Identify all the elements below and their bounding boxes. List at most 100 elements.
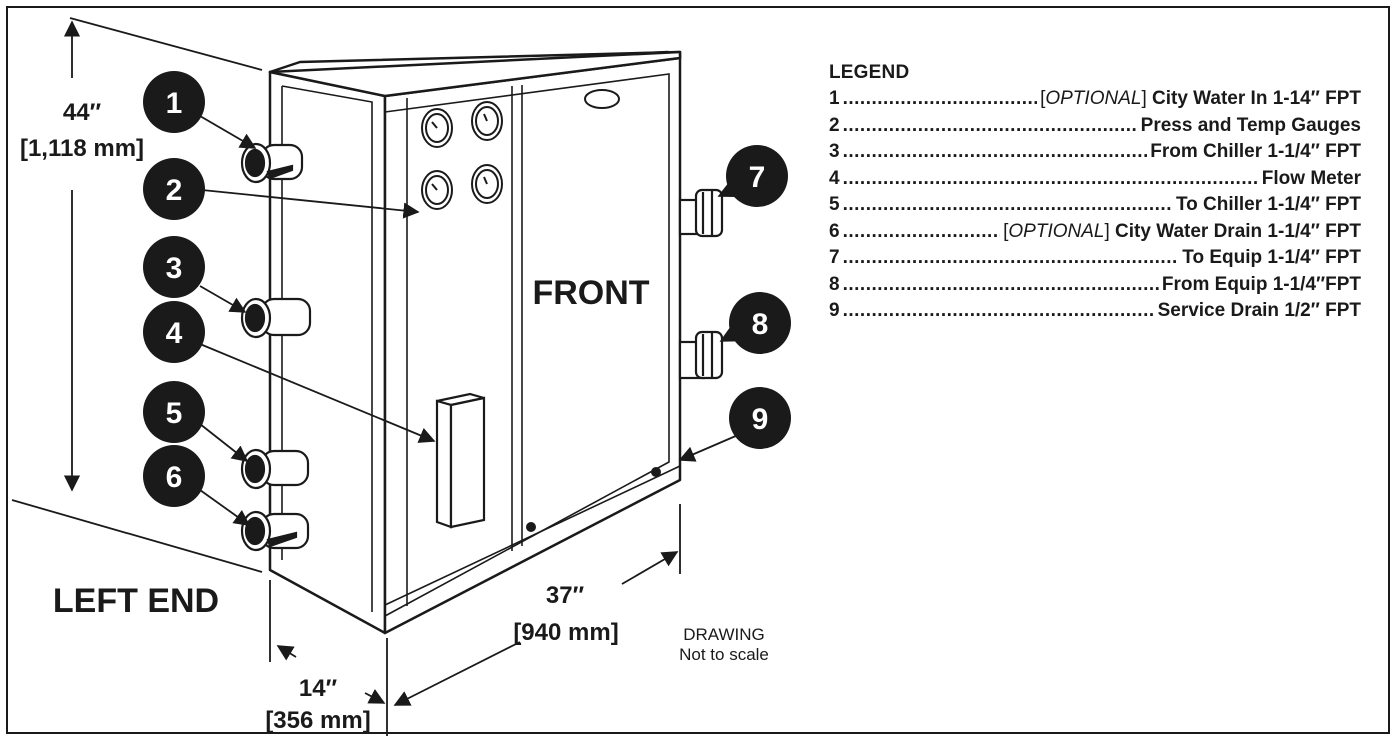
drain-dot (526, 522, 536, 532)
callout-1: 1 (143, 71, 205, 133)
legend-text: City Water Drain 1-1/4″ FPT (1115, 220, 1361, 242)
legend-text: Press and Temp Gauges (1140, 114, 1361, 136)
height-dimension (11, 17, 263, 573)
gauge-icon (471, 101, 503, 141)
left-fittings (240, 142, 312, 552)
legend-description: To Chiller 1-1/4″ FPT (1176, 194, 1361, 216)
legend-row: 3 From Chiller 1-1/4″ FPT (829, 141, 1361, 168)
front-label: FRONT (532, 274, 649, 312)
legend-number: 6 (829, 220, 840, 242)
legend-leader-dots (843, 141, 1148, 163)
svg-text:7: 7 (749, 161, 766, 194)
fitting-icon (678, 188, 724, 238)
legend-optional-tag: OPTIONAL (1008, 220, 1105, 242)
svg-text:1: 1 (166, 87, 183, 120)
legend-text: To Chiller 1-1/4″ FPT (1175, 194, 1361, 215)
legend-description: From Equip 1-1/4″FPT (1162, 274, 1361, 296)
legend-number: 1 (829, 88, 840, 109)
leader-lines (199, 115, 746, 526)
drawing-frame (6, 6, 1390, 734)
svg-text:8: 8 (752, 308, 769, 341)
fitting-icon (240, 510, 310, 552)
legend-description: Press and Temp Gauges (1141, 115, 1361, 137)
callout-7: 7 (726, 145, 788, 207)
svg-text:4: 4 (166, 317, 183, 350)
callout-8: 8 (729, 292, 791, 354)
drawing-note: DRAWING (683, 625, 765, 644)
legend-number: 4 (829, 167, 840, 189)
height-inches: 44″ (63, 99, 102, 126)
scale-note: Not to scale (679, 645, 769, 664)
fitting-icon (678, 330, 724, 380)
legend-text: From Equip 1-1/4″FPT (1161, 273, 1361, 295)
legend-leader-dots (843, 274, 1159, 296)
legend-row: 2 Press and Temp Gauges (829, 115, 1361, 142)
legend-leader-dots (843, 300, 1155, 322)
depth-mm: [356 mm] (265, 707, 370, 734)
legend-row: 6 [OPTIONAL] City Water Drain 1-1/4″ FPT (829, 221, 1361, 248)
legend-row: 7 To Equip 1-1/4″ FPT (829, 247, 1361, 274)
service-drain-dot (651, 467, 661, 477)
legend-description: Flow Meter (1262, 168, 1361, 190)
legend-number: 8 (829, 273, 840, 295)
legend-row: 8 From Equip 1-1/4″FPT (829, 274, 1361, 301)
legend-description: [OPTIONAL] City Water Drain 1-1/4″ FPT (1003, 220, 1361, 242)
legend-leader-dots (843, 221, 1001, 243)
fitting-icon (240, 448, 310, 490)
legend-leader-dots (843, 194, 1173, 216)
legend-text: Flow Meter (1261, 167, 1361, 189)
gauge-icon (471, 164, 503, 204)
gauge-icon (421, 170, 453, 210)
legend-description: [OPTIONAL] City Water In 1-14″ FPT (1040, 88, 1361, 109)
svg-text:5: 5 (166, 397, 183, 430)
callouts: 1 2 3 4 5 6 7 8 9 (143, 71, 791, 507)
legend-text: From Chiller 1-1/4″ FPT (1150, 141, 1361, 162)
cabinet (268, 50, 682, 635)
legend-row: 5 To Chiller 1-1/4″ FPT (829, 194, 1361, 221)
top-panel (268, 50, 682, 98)
legend-optional-tag: OPTIONAL (1045, 88, 1142, 109)
callout-4: 4 (143, 301, 205, 363)
legend-leader-dots (843, 88, 1038, 110)
width-mm: [940 mm] (513, 619, 618, 646)
legend-leader-dots (843, 115, 1138, 137)
legend-text: Service Drain 1/2″ FPT (1157, 300, 1361, 321)
svg-text:2: 2 (166, 174, 183, 207)
depth-inches: 14″ (299, 675, 338, 702)
legend-description: To Equip 1-1/4″ FPT (1182, 247, 1361, 269)
legend-row: 1 [OPTIONAL] City Water In 1-14″ FPT (829, 88, 1361, 115)
callout-5: 5 (143, 381, 205, 443)
legend-text: To Equip 1-1/4″ FPT (1182, 247, 1361, 268)
legend-title: LEGEND (829, 62, 910, 83)
fitting-icon (240, 142, 304, 184)
right-fittings (678, 188, 724, 380)
legend-description: From Chiller 1-1/4″ FPT (1150, 141, 1361, 163)
callout-9: 9 (729, 387, 791, 449)
width-inches: 37″ (546, 582, 585, 609)
depth-dimension (269, 580, 386, 704)
logo-oval (584, 89, 620, 109)
flow-meter (435, 392, 486, 529)
legend-number: 9 (829, 300, 840, 321)
legend-number: 3 (829, 141, 840, 162)
svg-text:3: 3 (166, 252, 183, 285)
gauges (421, 101, 503, 210)
legend-number: 2 (829, 114, 840, 136)
legend-row: 9 Service Drain 1/2″ FPT (829, 300, 1361, 327)
legend-row: 4 Flow Meter (829, 168, 1361, 195)
callout-3: 3 (143, 236, 205, 298)
fitting-icon (240, 297, 312, 339)
left-end-label: LEFT END (53, 582, 219, 620)
width-dimension (386, 504, 681, 736)
legend-description: Service Drain 1/2″ FPT (1158, 300, 1361, 322)
svg-text:6: 6 (166, 461, 183, 494)
legend-leader-dots (843, 168, 1259, 190)
legend-number: 5 (829, 194, 840, 215)
legend: LEGEND 1 [OPTIONAL] City Water In 1-14″ F… (829, 62, 1361, 327)
legend-leader-dots (843, 247, 1180, 269)
legend-text: City Water In 1-14″ FPT (1152, 88, 1361, 109)
height-mm: [1,118 mm] (20, 135, 144, 162)
svg-text:9: 9 (752, 403, 769, 436)
legend-number: 7 (829, 247, 840, 268)
